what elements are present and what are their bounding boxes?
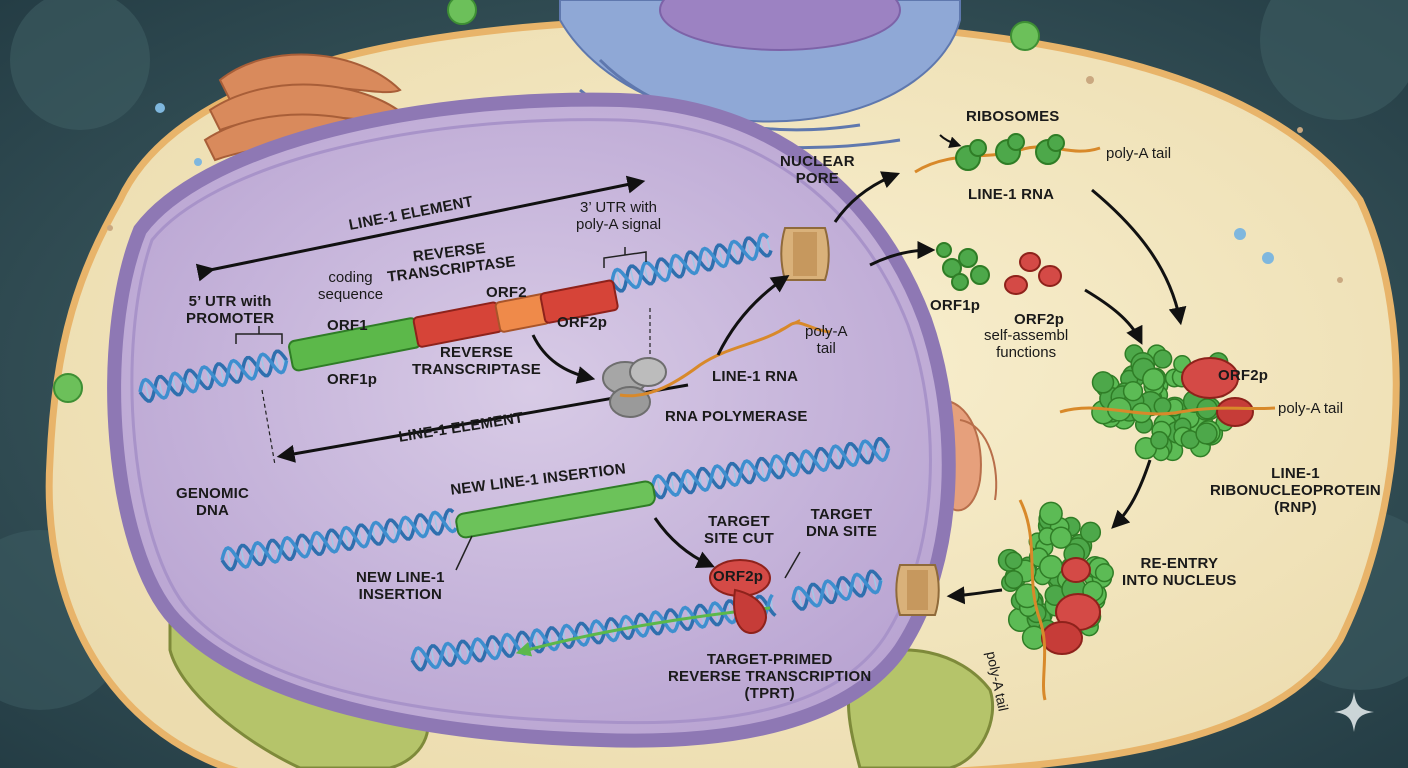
orf2p-tprt-protein xyxy=(709,559,771,635)
orf2-label: ORF2 xyxy=(486,284,527,301)
rnp-orf2p xyxy=(1181,357,1254,427)
orf1p-cyto-label: ORF1p xyxy=(930,297,981,314)
dna-helix-right-bottom xyxy=(650,437,891,500)
orf1-label: ORF1 xyxy=(327,317,368,334)
dna-helix-left-top xyxy=(138,349,289,403)
rnp-particle xyxy=(1091,344,1237,462)
nascent-rna xyxy=(619,321,831,398)
line1-gene-top xyxy=(288,279,619,372)
rnp-label: LINE-1 RIBONUCLEOPROTEIN (RNP) xyxy=(1210,465,1381,516)
nuclear-pore-top xyxy=(780,227,830,281)
utr5-promoter-label: 5’ UTR with PROMOTER xyxy=(186,293,275,327)
reentry-label: RE-ENTRY INTO NUCLEUS xyxy=(1122,555,1237,589)
endoplasmic-reticulum xyxy=(559,0,961,150)
line1-element-arrow-top xyxy=(195,175,646,282)
target-dna-site-label: TARGET DNA SITE xyxy=(806,506,878,540)
orf2p-gene-label: ORF2p xyxy=(557,314,608,331)
new-insertion-segment xyxy=(455,480,656,539)
line1-rna-nuclear-label: LINE-1 RNA xyxy=(712,368,799,385)
dna-helix-tprt-right xyxy=(791,569,884,611)
nuclear-pore-label: NUCLEAR PORE xyxy=(780,153,855,187)
genomic-dna-label: GENOMIC DNA xyxy=(176,485,250,519)
new-insertion-label: NEW LINE-1 INSERTION xyxy=(356,569,445,603)
ribosomes-label: RIBOSOMES xyxy=(966,108,1060,125)
ribosomes xyxy=(955,133,1065,171)
rnp-rna xyxy=(1059,406,1276,416)
orf2p-rnp-label: ORF2p xyxy=(1218,367,1269,384)
orf2-segment-c xyxy=(539,279,619,324)
reentry-orf2p xyxy=(1041,557,1101,655)
reverse-transcriptase-label-bottom: REVERSE TRANSCRIPTASE xyxy=(412,344,541,378)
utr3-label: 3’ UTR with poly-A signal xyxy=(576,199,662,233)
line1-rna-cyto-label: LINE-1 RNA xyxy=(968,186,1055,203)
orf2p-tprt-label: ORF2p xyxy=(713,568,764,585)
dna-helix-left-bottom xyxy=(220,508,458,572)
coding-sequence-label: coding sequence xyxy=(318,269,384,303)
sparkle-icon xyxy=(1334,692,1374,732)
target-site-cut-label: TARGET SITE CUT xyxy=(704,513,774,547)
utr5-bracket xyxy=(235,326,283,344)
polya-tail-nuclear-label: poly-A tail xyxy=(805,323,848,357)
rna-polymerase-label: RNA POLYMERASE xyxy=(665,408,808,425)
polya-tail-cyto-label: poly-A tail xyxy=(1106,145,1172,162)
nuclear-pore-bottom xyxy=(895,564,940,616)
orf2p-cyto-label: ORF2p xyxy=(1014,311,1065,328)
orf1p-proteins xyxy=(936,242,990,291)
self-assembl-label: self-assembl functions xyxy=(984,327,1069,361)
orf1p-gene-label: ORF1p xyxy=(327,371,378,388)
vesicles xyxy=(53,0,1343,403)
polya-tail-rnp-label: poly-A tail xyxy=(1278,400,1344,417)
orf2p-proteins xyxy=(1004,252,1062,295)
tprt-label: TARGET-PRIMED REVERSE TRANSCRIPTION (TPR… xyxy=(668,651,872,702)
